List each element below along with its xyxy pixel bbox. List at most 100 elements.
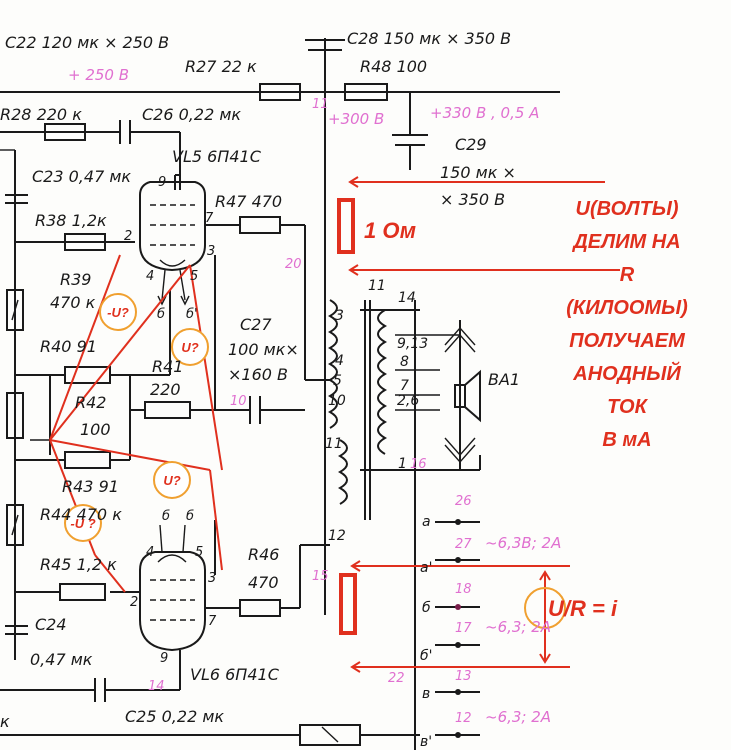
explain-line-5: ПОЛУЧАЕМ <box>569 330 686 352</box>
ref-13: 13 <box>455 669 472 684</box>
label-r46-b: 470 <box>248 573 279 592</box>
explain-line-4: (КИЛООМЫ) <box>566 297 688 319</box>
resistor-r48 <box>344 83 388 101</box>
label-c29-b: 150 мк × <box>440 163 516 182</box>
label-c27: C27 <box>240 315 272 334</box>
out-v: в <box>422 686 430 702</box>
ref-11: 11 <box>312 97 329 112</box>
tap-5: 5 <box>333 373 342 389</box>
ref-26: 26 <box>455 494 472 509</box>
explain-line-3: R <box>620 264 635 286</box>
pin-5-vl5: 5 <box>190 269 198 284</box>
shunt-box-bottom <box>339 573 357 635</box>
transformer-labels: 11 3 4 5 10 11 12 14 9,13 8 7 2,6 1 <box>325 278 428 544</box>
label-vl5: VL5 6П41С <box>172 147 262 166</box>
pin-b-vl6: б <box>162 509 170 524</box>
label-r46: R46 <box>248 545 279 564</box>
pin-2-vl5: 2 <box>124 229 132 244</box>
label-r39-b: 470 к <box>50 293 96 312</box>
label-r28: R28 220 к <box>0 105 82 124</box>
explain-line-1: U(ВОЛТЫ) <box>576 198 679 220</box>
resistor-r38 <box>64 233 106 251</box>
label-r47: R47 470 <box>215 192 282 211</box>
ref-22: 22 <box>388 671 405 686</box>
label-c24: C24 <box>35 615 67 634</box>
pin-b-vl5: б <box>157 307 165 322</box>
ref-27: 27 <box>455 537 472 552</box>
probe-badge-2-text: U? <box>181 340 198 355</box>
out-ac-2: ~6,3; 2А <box>485 618 551 636</box>
annotation-text: 1 Ом U(ВОЛТЫ) ДЕЛИМ НА R (КИЛООМЫ) ПОЛУЧ… <box>70 198 688 621</box>
ref-12: 12 <box>455 711 472 726</box>
tap-1: 1 <box>398 456 407 472</box>
tap-9-13: 9,13 <box>397 336 428 352</box>
label-volt-330: +330 В , 0,5 А <box>430 104 539 122</box>
label-r42: R42 <box>75 393 106 412</box>
label-c29: C29 <box>455 135 487 154</box>
probe-badge-1-text: -U? <box>107 305 129 320</box>
tap-11: 11 <box>325 436 343 452</box>
output-transformer <box>327 299 460 520</box>
formula-marker-circle <box>524 587 566 629</box>
explain-line-8: В мА <box>602 429 651 451</box>
resistor-r41 <box>6 392 24 439</box>
out-ac-3: ~6,3; 2А <box>485 708 551 726</box>
resistor-r40 <box>64 366 111 384</box>
probe-badge-4 <box>64 504 102 542</box>
pin-4-vl5: 4 <box>146 269 154 284</box>
resistor-bottom <box>299 724 361 746</box>
resistor-r43 <box>64 451 111 469</box>
label-c28: C28 150 мк × 350 В <box>347 29 511 48</box>
out-a2: а' <box>420 560 432 576</box>
resistor-r27 <box>259 83 301 101</box>
label-c22: C22 120 мк × 250 В <box>5 33 169 52</box>
probe-badge-2 <box>171 328 209 366</box>
out-b2: б' <box>420 648 432 664</box>
out-b: б <box>422 600 431 616</box>
label-ba1: BA1 <box>488 370 520 389</box>
label-r27: R27 22 к <box>185 57 257 76</box>
tube-vl6 <box>139 524 206 652</box>
pin-3-vl6: 3 <box>208 571 216 586</box>
ref-18: 18 <box>455 582 472 597</box>
speaker-ba1 <box>444 320 481 470</box>
explain-line-2: ДЕЛИМ НА <box>571 231 680 253</box>
resistor-r45 <box>59 583 106 601</box>
probe-badge-4-text: -U ? <box>70 516 95 531</box>
label-r43: R43 91 <box>62 477 119 496</box>
pin-labels: 9 7 2 3 4 5 б б' б б 4 5 2 3 7 9 <box>124 175 217 666</box>
ref-17: 17 <box>455 621 472 636</box>
label-r48: R48 100 <box>360 57 427 76</box>
tube-vl5 <box>139 181 206 306</box>
probe-badge-3 <box>153 461 191 499</box>
label-k-left: к <box>0 712 10 731</box>
label-r42-b: 100 <box>80 420 111 439</box>
output-labels: а а' б б' в в' ~6,3В; 2А ~6,3; 2А ~6,3; … <box>420 514 561 750</box>
label-c23: C23 0,47 мк <box>32 167 131 186</box>
label-r45: R45 1,2 к <box>40 555 117 574</box>
resistor-r28 <box>44 123 86 141</box>
label-c25: C25 0,22 мк <box>125 707 224 726</box>
label-c29-c: × 350 В <box>440 190 505 209</box>
tap-2-6: 2,6 <box>397 393 419 409</box>
resistors <box>6 83 388 746</box>
measurement-overlay <box>49 176 620 673</box>
tap-4: 4 <box>335 353 344 369</box>
label-r41: R41 <box>152 357 183 376</box>
resistor-r44 <box>6 504 24 546</box>
resistor-r46 <box>239 599 281 617</box>
tap-3: 3 <box>335 308 344 324</box>
label-c27-c: ×160 В <box>228 365 288 384</box>
one-ohm-label: 1 Ом <box>364 218 416 243</box>
formula-label: U/R = i <box>548 596 618 621</box>
ref-10: 10 <box>230 394 247 409</box>
pin-5-vl6: 5 <box>195 545 203 560</box>
ref-14: 14 <box>148 679 165 694</box>
out-v2: в' <box>420 734 432 750</box>
tap-12: 12 <box>328 528 346 544</box>
tap-10: 10 <box>328 393 346 409</box>
resistor-r39 <box>6 289 24 331</box>
pin-4-vl6: 4 <box>146 545 154 560</box>
ref-20: 20 <box>285 257 302 272</box>
